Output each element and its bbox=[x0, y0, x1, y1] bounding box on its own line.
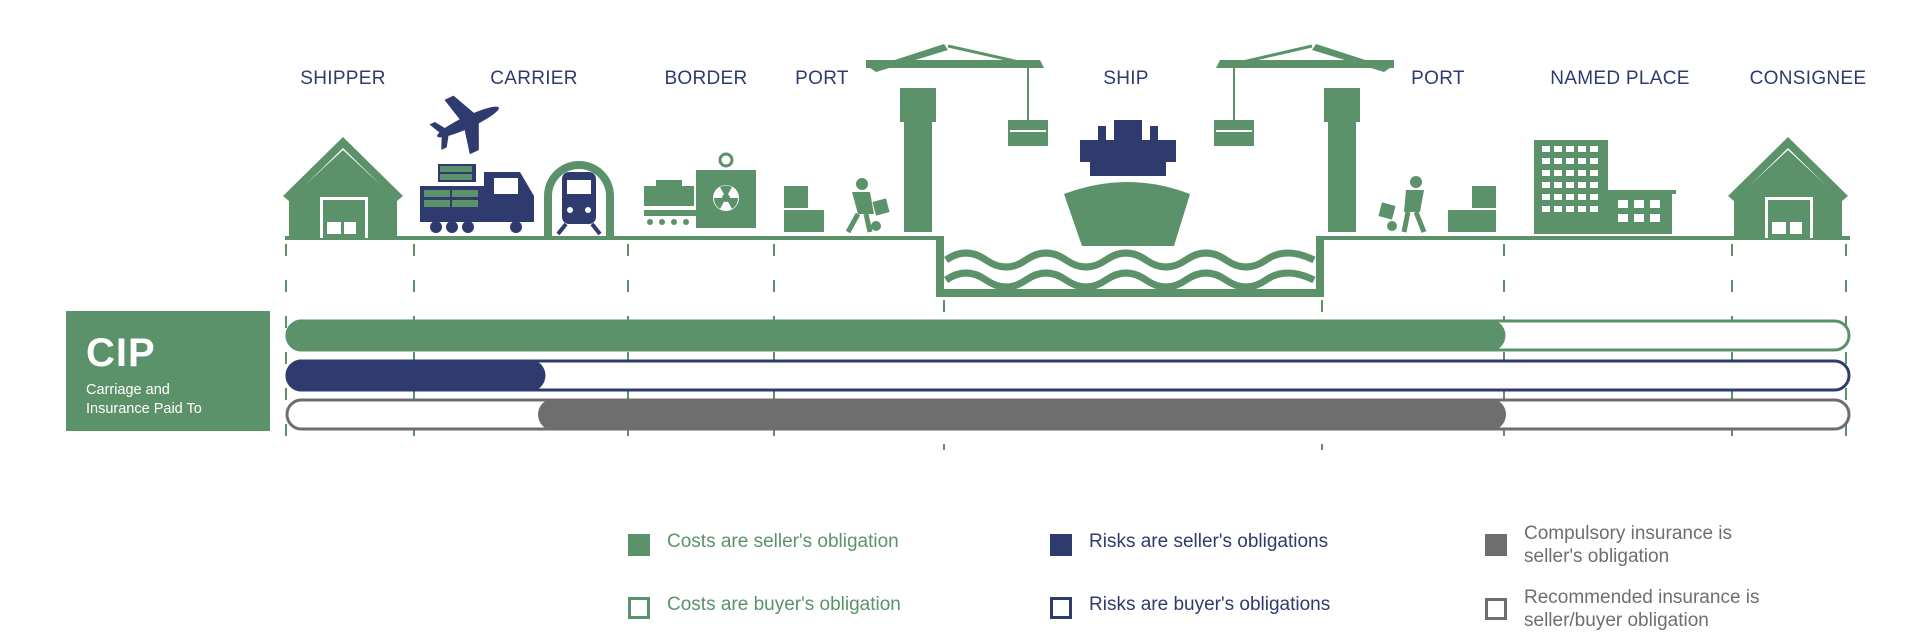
warehouse-icon bbox=[1728, 137, 1848, 238]
costs-seller-bar bbox=[285, 319, 1506, 352]
stage-label-named-place: NAMED PLACE bbox=[1550, 68, 1690, 89]
legend-risks-seller: Risks are seller's obligations bbox=[1050, 530, 1328, 556]
legend-costs-seller: Costs are seller's obligation bbox=[628, 530, 899, 556]
basin-floor bbox=[936, 289, 1324, 297]
legend-label: Risks are buyer's obligations bbox=[1089, 594, 1331, 615]
legend-label: Recommended insurance is seller/buyer ob… bbox=[1524, 587, 1760, 631]
stage-label-port-destination: PORT bbox=[1411, 68, 1465, 89]
worker-handcart-icon bbox=[845, 178, 890, 234]
crane-icon bbox=[1214, 44, 1394, 232]
train-icon bbox=[544, 161, 614, 236]
legend-swatch-filled-gray bbox=[1485, 534, 1507, 556]
legend-swatch-filled-green bbox=[628, 534, 650, 556]
truck-icon bbox=[420, 164, 534, 233]
legend-label: Risks are seller's obligations bbox=[1089, 531, 1329, 552]
legend-label: Costs are buyer's obligation bbox=[667, 594, 901, 615]
airplane-icon bbox=[429, 95, 499, 155]
warehouse-icon bbox=[283, 137, 403, 238]
incoterm-box: CIP Carriage and Insurance Paid To bbox=[66, 311, 270, 431]
radiation-scanner-icon bbox=[696, 152, 756, 228]
crates-icon bbox=[784, 186, 824, 232]
waves-icon bbox=[943, 249, 1316, 291]
legend-swatch-outline-gray bbox=[1485, 598, 1507, 620]
legend-label: Costs are seller's obligation bbox=[667, 531, 899, 552]
obligation-bars bbox=[285, 319, 1851, 431]
ground-line bbox=[285, 236, 1850, 297]
stage-label-ship: SHIP bbox=[1103, 68, 1149, 89]
stage-label-shipper: SHIPPER bbox=[300, 68, 386, 89]
legend-swatch-outline-green bbox=[628, 597, 650, 619]
legend-swatch-filled-navy bbox=[1050, 534, 1072, 556]
stage-label-border: BORDER bbox=[664, 68, 748, 89]
conveyor-icon bbox=[644, 180, 698, 225]
cargo-ship-icon bbox=[1064, 120, 1190, 246]
legend-risks-buyer: Risks are buyer's obligations bbox=[1050, 593, 1330, 619]
legend-insurance-recommended: Recommended insurance is seller/buyer ob… bbox=[1485, 586, 1794, 632]
stage-label-carrier: CARRIER bbox=[490, 68, 578, 89]
crane-icon bbox=[866, 44, 1048, 232]
crates-icon bbox=[1448, 186, 1496, 232]
incoterm-name: Carriage and Insurance Paid To bbox=[86, 382, 202, 417]
legend-insurance-seller: Compulsory insurance is seller's obligat… bbox=[1485, 522, 1794, 568]
basin-right-wall bbox=[1316, 236, 1324, 297]
risks-seller-bar bbox=[285, 359, 546, 392]
office-building-icon bbox=[1534, 140, 1676, 234]
legend-label: Compulsory insurance is seller's obligat… bbox=[1524, 523, 1733, 567]
worker-handcart-icon bbox=[1378, 176, 1427, 233]
insurance-seller-bar bbox=[538, 398, 1506, 431]
stage-label-port-origin: PORT bbox=[795, 68, 849, 89]
basin-left-wall bbox=[936, 236, 944, 297]
incoterm-code: CIP bbox=[86, 331, 156, 375]
stage-label-consignee: CONSIGNEE bbox=[1749, 68, 1867, 89]
legend-swatch-outline-navy bbox=[1050, 597, 1072, 619]
legend-costs-buyer: Costs are buyer's obligation bbox=[628, 593, 901, 619]
